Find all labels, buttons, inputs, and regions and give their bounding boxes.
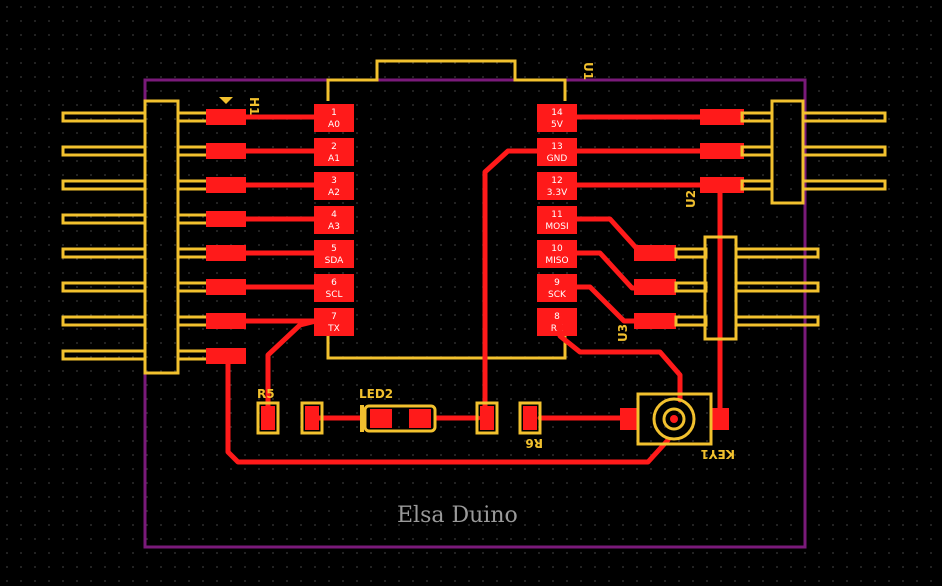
pin-number: 9 bbox=[554, 278, 560, 288]
key1-label: KEY1 bbox=[700, 447, 735, 461]
pin-name: RX bbox=[551, 324, 563, 334]
pin-number: 1 bbox=[331, 108, 337, 118]
key1-switch[interactable]: KEY1 bbox=[620, 392, 735, 461]
pin-name: MOSI bbox=[545, 222, 568, 232]
u3-header[interactable]: U3 bbox=[616, 235, 820, 342]
led2-diode[interactable]: LED2 bbox=[359, 387, 437, 433]
pin-name: MISO bbox=[545, 256, 568, 266]
pin-name: SDA bbox=[325, 256, 344, 266]
pin-name: A2 bbox=[328, 188, 340, 198]
copper-tracks bbox=[225, 114, 745, 465]
pin-number: 10 bbox=[551, 244, 563, 254]
led2-label: LED2 bbox=[359, 387, 393, 401]
r5-resistor[interactable]: R5 bbox=[256, 387, 324, 435]
pin-number: 7 bbox=[331, 312, 337, 322]
r6-label: R6 bbox=[525, 436, 543, 450]
u1-label: U1 bbox=[581, 62, 595, 80]
pin-name: A0 bbox=[328, 120, 340, 130]
u3-label: U3 bbox=[616, 324, 630, 342]
pin1-marker-icon bbox=[219, 97, 233, 104]
u1-pin-8[interactable]: 8RX bbox=[537, 308, 577, 336]
pin-name: SCK bbox=[548, 290, 567, 300]
pin-number: 8 bbox=[554, 312, 560, 322]
u1-pin-1[interactable]: 1A0 bbox=[314, 104, 354, 132]
pin-name: 5V bbox=[551, 120, 564, 130]
u2-label: U2 bbox=[684, 190, 698, 208]
pin-number: 13 bbox=[551, 142, 562, 152]
r6-resistor[interactable]: R6 bbox=[475, 401, 543, 450]
u1-pin-12[interactable]: 12 3.3V bbox=[537, 172, 577, 200]
pin-number: 2 bbox=[331, 142, 337, 152]
h1-header[interactable]: H1 bbox=[61, 97, 261, 375]
pin-number: 5 bbox=[331, 244, 337, 254]
u1-outline bbox=[326, 59, 567, 360]
pin-name: SCL bbox=[325, 290, 342, 300]
pin-number: 14 bbox=[551, 108, 563, 118]
pin-name: A1 bbox=[328, 154, 340, 164]
u1-pin-7[interactable]: 7TX bbox=[314, 308, 354, 336]
pin-name: 3.3V bbox=[547, 188, 568, 198]
board-title: Elsa Duino bbox=[397, 503, 518, 528]
pin-name: GND bbox=[547, 154, 568, 164]
pin-number: 6 bbox=[331, 278, 337, 288]
pin-number: 4 bbox=[331, 210, 337, 220]
h1-label: H1 bbox=[247, 97, 261, 115]
r5-label: R5 bbox=[257, 387, 275, 401]
pin-number: 12 bbox=[551, 176, 562, 186]
pin-number: 3 bbox=[331, 176, 337, 186]
h1-pads bbox=[206, 109, 246, 364]
u2-header[interactable]: U2 bbox=[684, 99, 887, 208]
pin-number: 11 bbox=[551, 210, 562, 220]
pin-name: TX bbox=[327, 324, 340, 334]
u1-pin-4[interactable]: 4A3 bbox=[314, 206, 354, 234]
h1-body bbox=[143, 99, 180, 375]
pin-name: A3 bbox=[328, 222, 340, 232]
u1-pin-3[interactable]: 3A2 bbox=[314, 172, 354, 200]
u1-pin-2[interactable]: 2A1 bbox=[314, 138, 354, 166]
